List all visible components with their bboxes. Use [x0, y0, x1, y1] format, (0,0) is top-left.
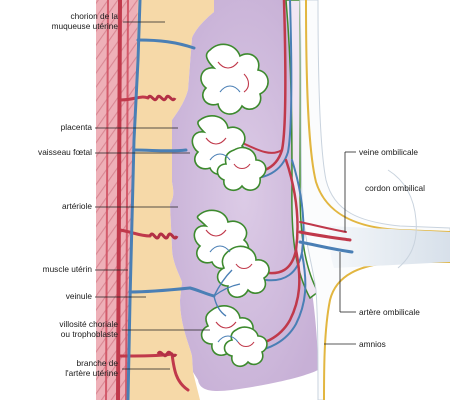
label-branche-line2: l'artère utérine	[65, 368, 118, 378]
label-veinule: veinule	[65, 291, 92, 301]
label-villosite-line2: ou trophoblaste	[60, 329, 118, 339]
label-chorion-line2: muqueuse utérine	[51, 21, 118, 31]
label-amnios: amnios	[359, 339, 386, 349]
uterine-veins	[126, 0, 216, 400]
label-vaisseau-foetal: vaisseau fœtal	[38, 147, 92, 157]
label-chorion: chorion de la muqueuse utérine	[6, 11, 118, 31]
uterine-artery-branches	[105, 0, 190, 400]
spiral-arterioles	[146, 94, 179, 358]
label-branche-line1: branche de	[76, 358, 118, 368]
label-arteriole: artériole	[62, 201, 92, 211]
amnion-gold-line-top	[305, 0, 450, 233]
villi-capillaries	[205, 61, 255, 348]
label-artere-ombilicale: artère ombilicale	[359, 307, 420, 317]
label-cordon-ombilical: cordon ombilical	[365, 183, 425, 193]
venule-network	[213, 269, 241, 317]
cordon-ombilical-shape	[329, 226, 450, 268]
amnion-gold-line-bottom	[323, 261, 450, 400]
label-branche-artere: branche de l'artère utérine	[6, 358, 118, 378]
label-chorion-line1: chorion de la	[70, 11, 118, 21]
label-veine-ombilicale: veine ombilicale	[359, 147, 419, 157]
label-placenta: placenta	[60, 122, 92, 132]
cord-outer-wrap	[387, 169, 417, 269]
villi-cluster-bottom	[193, 209, 270, 368]
villi-cluster-top	[191, 43, 269, 192]
label-villosite: villosité choriale ou trophoblaste	[6, 319, 118, 339]
label-muscle-uterin: muscle utérin	[42, 264, 92, 274]
label-villosite-line1: villosité choriale	[59, 319, 118, 329]
chorion-muqueuse-layer	[128, 0, 215, 400]
leader-lines	[95, 21, 356, 370]
